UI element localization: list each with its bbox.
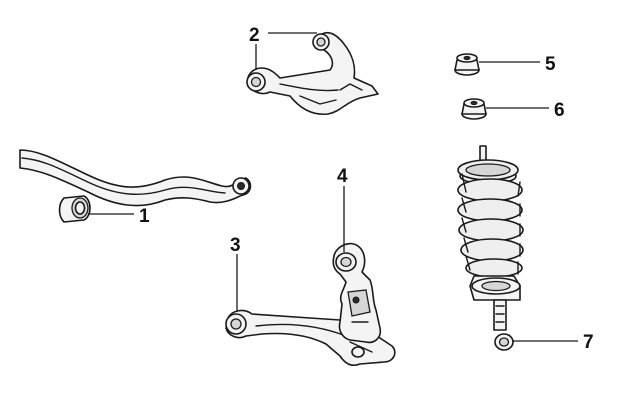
callout-7: 7 <box>583 332 594 353</box>
callout-6: 6 <box>554 100 565 121</box>
shock-absorber-coil-spring <box>457 145 524 351</box>
leader-lines <box>88 32 578 342</box>
top-mount <box>454 53 480 76</box>
callout-numbers: 1 2 3 4 5 6 7 <box>139 25 594 353</box>
callout-5: 5 <box>545 54 556 75</box>
callout-4: 4 <box>337 166 348 187</box>
callout-2: 2 <box>249 25 260 46</box>
stabilizer-bar <box>19 149 252 207</box>
callout-1: 1 <box>139 206 150 227</box>
steering-knuckle <box>332 242 382 344</box>
stabilizer-bushing <box>58 195 91 223</box>
upper-control-arm <box>246 31 379 116</box>
spring-insulator <box>461 98 487 120</box>
callout-3: 3 <box>230 235 241 256</box>
